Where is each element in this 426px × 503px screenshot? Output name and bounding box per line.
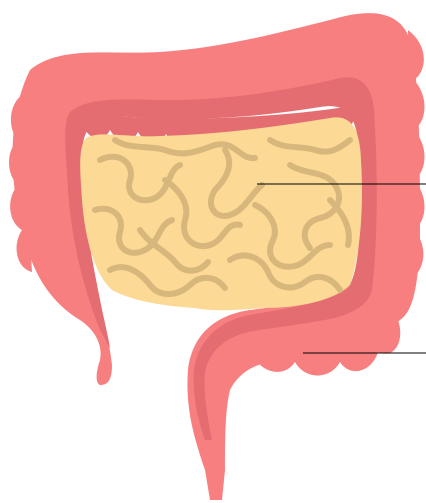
- small-intestine: [80, 117, 362, 310]
- large-intestine-right-bumps: [408, 30, 425, 280]
